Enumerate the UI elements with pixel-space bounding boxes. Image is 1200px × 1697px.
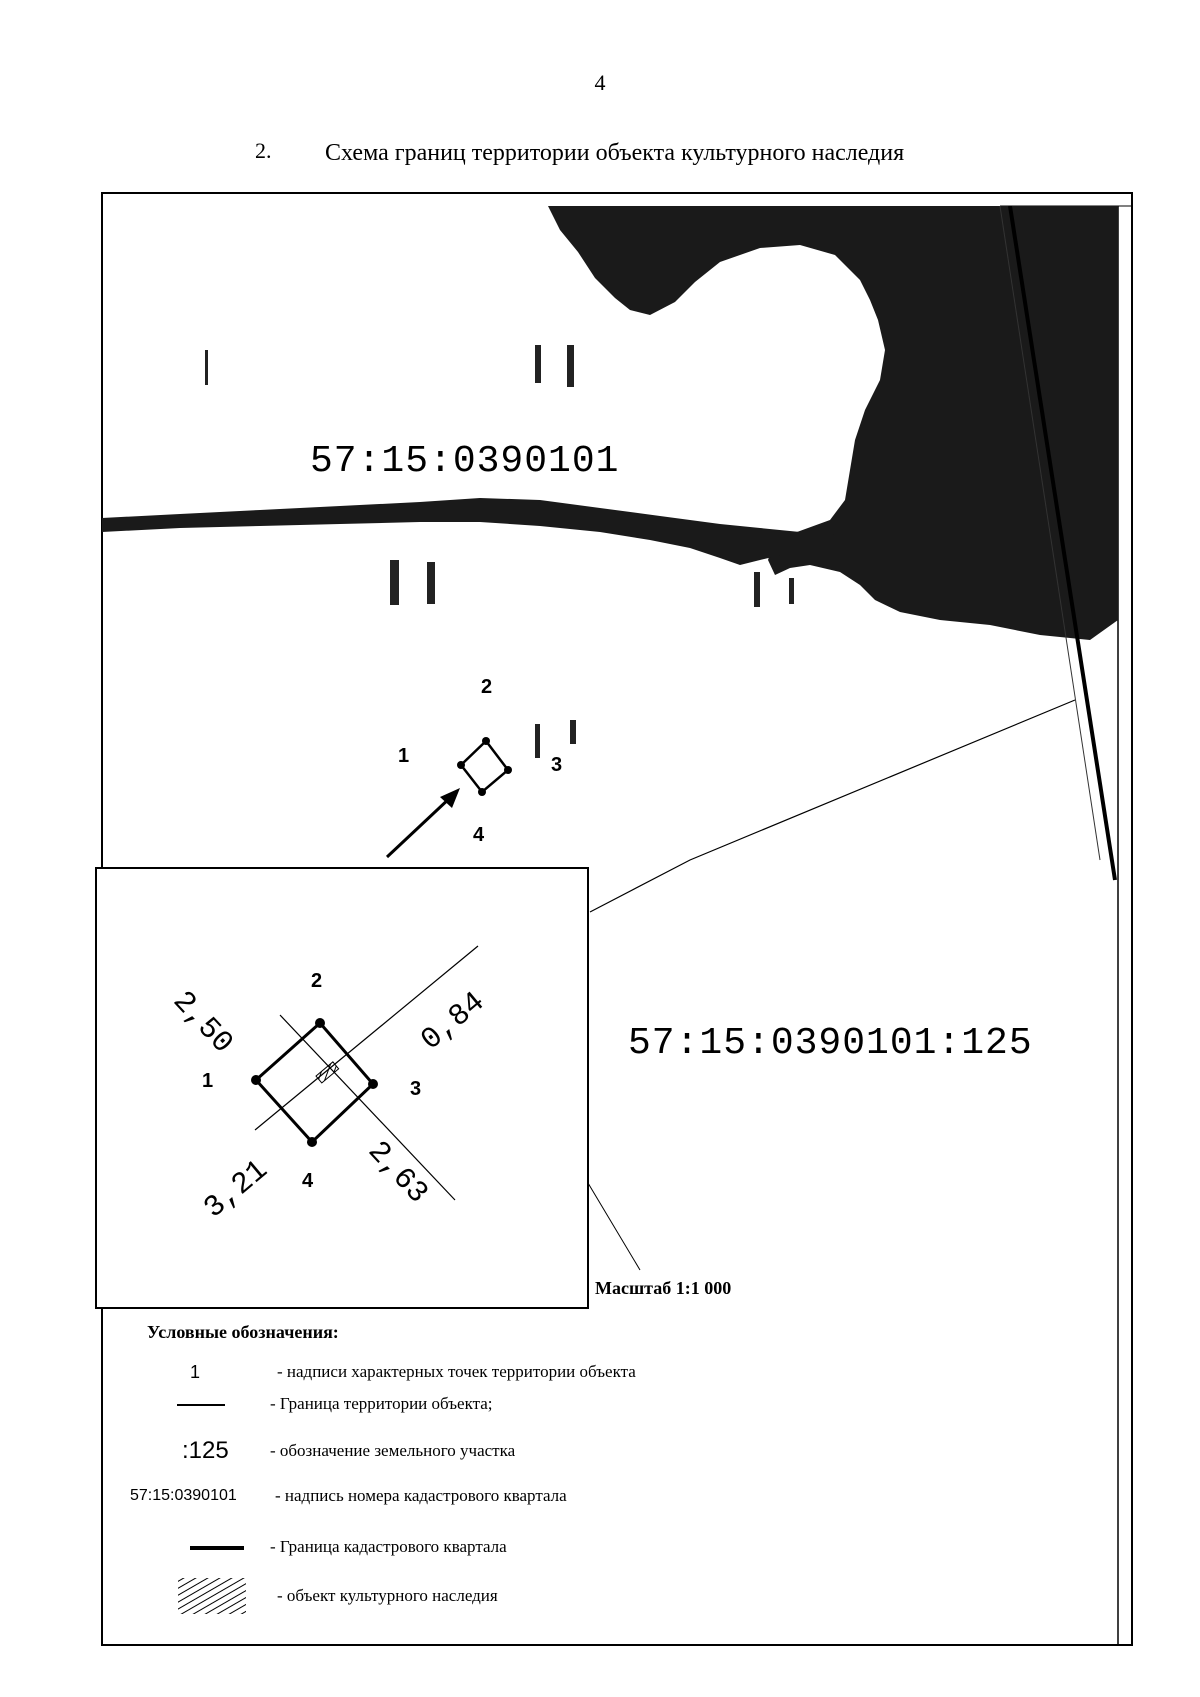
- scale-label: Масштаб 1:1 000: [595, 1278, 732, 1298]
- overview-object: [459, 739, 510, 794]
- legend-symbol-point: 1: [190, 1362, 201, 1382]
- scale-leader: [587, 1182, 641, 1271]
- road-band: [102, 498, 870, 565]
- inset-object: [251, 945, 479, 1201]
- inset-point-2: 2: [311, 970, 323, 992]
- legend-text-points: - надписи характерных точек территории о…: [277, 1362, 636, 1381]
- overview-point-2: 2: [481, 676, 493, 698]
- section-number: 2.: [255, 138, 272, 163]
- inset-frame: [95, 867, 589, 1309]
- overview-point-3: 3: [551, 754, 563, 776]
- inset-point-3: 3: [410, 1078, 422, 1100]
- legend-text-parcel: - обозначение земельного участка: [270, 1441, 516, 1460]
- dark-area: [548, 206, 1118, 640]
- building-marks: [205, 345, 794, 758]
- legend-text-quarter-boundary: - Граница кадастрового квартала: [270, 1537, 507, 1556]
- cadastral-quarter-label: 57:15:0390101: [310, 440, 620, 483]
- pointer-arrowhead: [440, 788, 460, 808]
- inset-point-1: 1: [202, 1070, 214, 1092]
- quarter-boundary: [1008, 205, 1117, 881]
- legend-hatch: [178, 1578, 246, 1614]
- legend-text-quarter: - надпись номера кадастрового квартала: [275, 1486, 567, 1505]
- legend-text-object-boundary: - Граница территории объекта;: [270, 1394, 493, 1413]
- overview-point-1: 1: [398, 745, 410, 767]
- legend-symbol-quarter: 57:15:0390101: [130, 1487, 237, 1504]
- overview-point-4: 4: [473, 824, 485, 846]
- inset-point-4: 4: [302, 1170, 314, 1192]
- page-title: Схема границ территории объекта культурн…: [325, 140, 905, 166]
- parcel-boundary: [589, 699, 1076, 913]
- legend-title: Условные обозначения:: [147, 1322, 339, 1342]
- overview-vertices: [457, 737, 512, 796]
- pointer-arrow: [385, 794, 454, 859]
- legend-symbol-parcel: :125: [182, 1437, 229, 1464]
- legend-text-heritage: - объект культурного наследия: [277, 1586, 498, 1605]
- page-number: 4: [594, 70, 606, 95]
- land-parcel-label: 57:15:0390101:125: [628, 1022, 1033, 1065]
- quarter-boundary-inner: [999, 205, 1101, 861]
